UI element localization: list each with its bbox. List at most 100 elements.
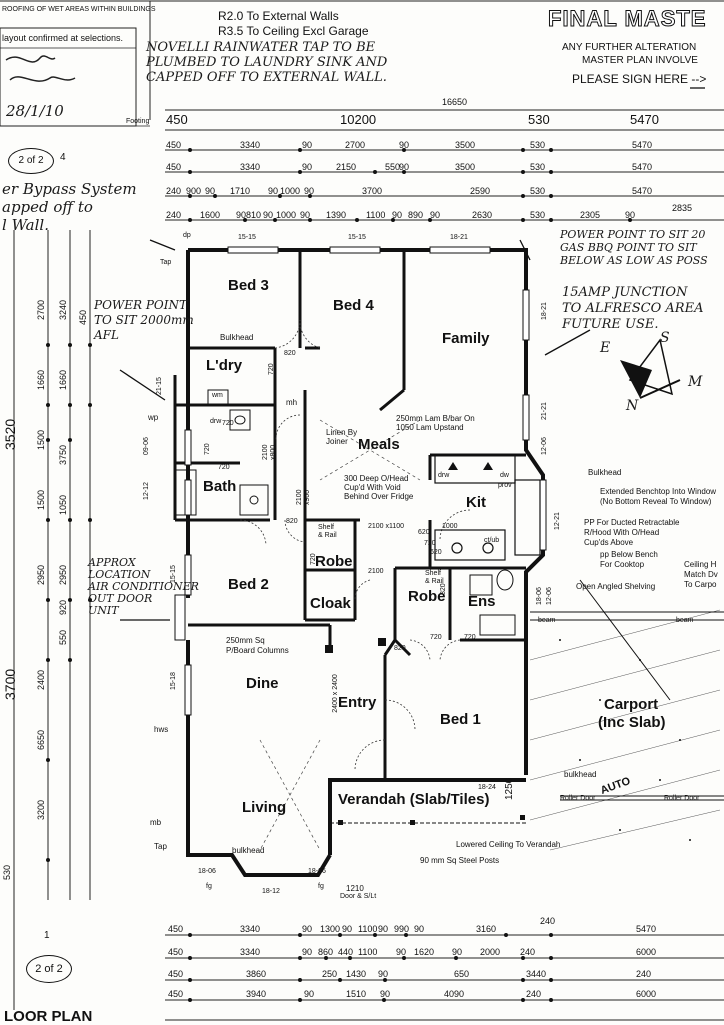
drawer-label: drw [210,418,222,425]
dim-r4-10: 5470 [632,186,653,196]
ldim-c-1: 3520 [2,418,18,450]
bdim-r4-0: 450 [168,989,184,999]
signature-date: 28/1/10 [6,102,64,120]
dim-r3-5: 90 [399,162,410,172]
tap-label-bottom: Tap [154,842,167,851]
dp-label: dp [183,232,191,239]
ldim-a-0: 2700 [36,299,46,320]
ldim-a-1: 1660 [36,369,46,390]
top-dimension-lines [165,109,724,221]
dim-r5-4: 90 [263,210,274,220]
door-dim-2: 820 [394,645,406,652]
door-dim-12: x900 [304,489,311,505]
bdim-r2-2: 90 [302,947,313,957]
door-dim-10: x800 [270,444,277,460]
bdim-r1-9: 3160 [476,924,497,934]
alteration-note-1: ANY FURTHER ALTERATION [562,42,697,53]
dim-r5-8: 1100 [366,210,386,220]
room-bed4: Bed 4 [333,297,374,314]
room-entry: Entry [338,694,377,711]
fg-label-1: fg [206,883,212,890]
dim-r1-2: 530 [528,112,550,127]
meterbox-label: mb [150,818,162,827]
room-laundry: L'dry [206,357,243,374]
bypass-system-note: er Bypass System apped off to l Wall. [2,180,137,234]
bdim-r1-5: 1100 [358,924,378,934]
window-code-15: 18-06 [536,587,543,605]
dim-r5-9: 90 [392,210,403,220]
compass-m: M [688,374,703,390]
bdim-r2-3: 860 [318,947,334,957]
compass-e: E [600,340,611,356]
dim-r4-7: 3700 [362,186,383,196]
door-dim-13: 620 [418,529,430,536]
bdim-r2-4: 440 [338,947,354,957]
room-bed3: Bed 3 [228,277,269,294]
room-family: Family [442,330,490,347]
room-carport-sub: (Inc Slab) [598,714,666,731]
window-code-14: 15-15 [348,234,366,241]
ceiling-lines [259,419,421,851]
manhole-label: mh [286,398,298,407]
left-dimension-ticks [46,343,92,862]
dim-r5-13: 530 [530,210,546,220]
dim-r5-1: 1600 [200,210,221,220]
washing-machine-label: wm [212,392,223,399]
door-dim-14: 620 [430,549,442,556]
compass-n: N [626,398,639,414]
alteration-note-2: MASTER PLAN INVOLVE [582,55,698,66]
ctub-label: ct/ub [484,537,500,544]
dim-r4-6: 90 [304,186,315,196]
window-code-2: 09-06 [143,437,150,455]
carport-hatching [529,609,721,851]
window-code-13: 18-21 [450,234,468,241]
bdim-r1-7: 990 [394,924,410,934]
bdim-r4-1: 3940 [246,989,267,999]
power-point-right-note: POWER POINT TO SIT 20 GAS BBQ POINT TO S… [560,228,708,267]
bottom-dimension-ticks [188,933,553,1002]
compass [620,338,681,399]
insulation-ceiling: R3.5 To Ceiling Excl Garage [218,24,369,38]
bdim-r3-7: 240 [636,969,652,979]
bench-markers [448,462,493,470]
door-sl-label: Door & S/Lt [340,893,377,900]
kitchen-benches [434,454,541,561]
dim-r3-4: 550 [385,162,401,172]
door-dim-16: 820 [440,583,447,595]
bdim-r2-8: 90 [452,947,463,957]
door-dim-7: 720 [430,634,442,641]
dim-r5-6: 90 [300,210,311,220]
final-master-title: FINAL MASTE [547,6,707,32]
dim-r4-3: 1710 [230,186,251,196]
page-ref-top-num: 4 [60,152,66,163]
bdim-r2-5: 1100 [358,947,378,957]
dim-r5-0: 240 [166,210,182,220]
exterior-walls [186,248,545,877]
dim-r4-0: 240 [166,186,182,196]
window-code-17: 18-24 [478,784,496,791]
dim-r3-6: 3500 [455,162,476,172]
bdim-r3-2: 250 [322,969,338,979]
power-point-left-note: POWER POINT TO SIT 2000mm AFL [94,298,194,342]
bdim-r2-9: 2000 [480,947,501,957]
dim-r2-7: 5470 [632,140,653,150]
room-bed1: Bed 1 [440,711,481,728]
beam-label-1: beam [538,617,556,624]
columns [325,638,386,653]
aircon-note: APPROX LOCATION AIR CONDITIONER OUT DOOR… [88,556,199,617]
bulkhead-label-4: bulkhead [564,770,597,779]
dim-r1-0: 450 [166,112,188,127]
bdim-r2-11: 6000 [636,947,657,957]
bdim-r4-4: 90 [380,989,391,999]
dim-r2-5: 3500 [455,140,476,150]
dim-r2-6: 530 [530,140,546,150]
door-dim-17: 720 [222,420,234,427]
bdim-r3-3: 1430 [346,969,367,979]
dishwasher-label: dw [500,472,509,479]
dim-r3-7: 530 [530,162,546,172]
bdim-r4-6: 240 [526,989,542,999]
